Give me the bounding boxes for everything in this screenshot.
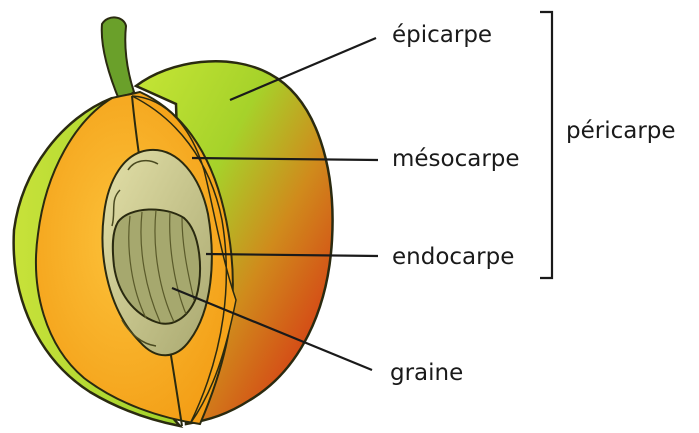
label-epicarp: épicarpe [392,22,492,48]
label-mesocarp: mésocarpe [392,146,520,172]
label-pericarp: péricarpe [566,118,676,144]
fruit-stem [102,17,134,102]
pericarp-bracket [540,12,552,278]
label-seed: graine [390,360,463,386]
label-endocarp: endocarpe [392,244,514,270]
